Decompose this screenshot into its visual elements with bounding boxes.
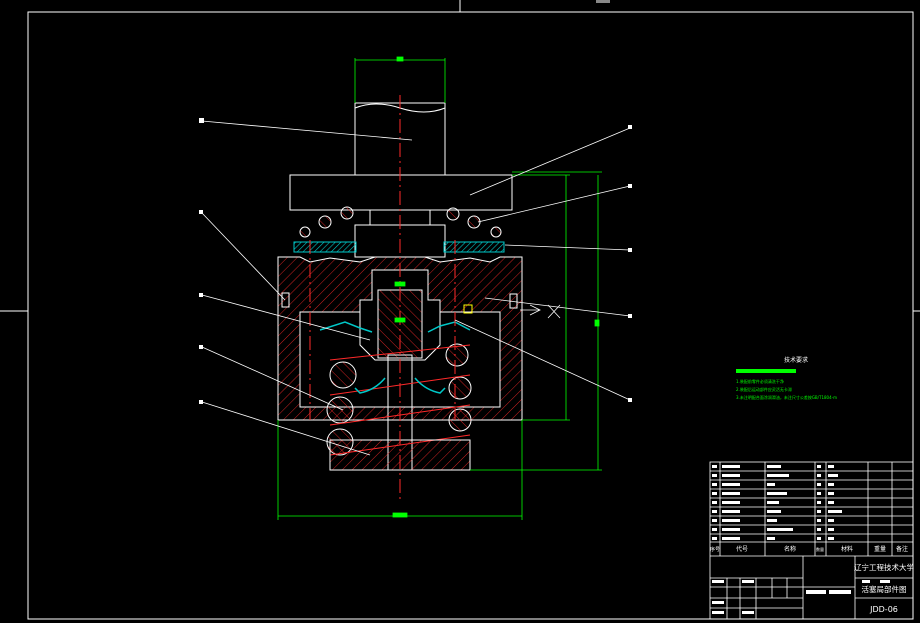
header-code: 代号 — [736, 545, 748, 553]
header-remark: 备注 — [896, 545, 908, 553]
parts-list-cells — [712, 465, 890, 614]
title-block — [709, 461, 914, 620]
tech-req-line-1: 1.装配前零件必须清洗干净 — [736, 378, 784, 384]
tech-req-line-2: 2.装配后运动部件应灵活无卡滞 — [736, 386, 792, 392]
drawing-name: 活塞局部件图 — [862, 584, 907, 594]
centerline — [309, 95, 456, 500]
title-block-text: 序号 代号 名称 数量 材料 重量 备注 辽宁工程技术大学 活塞局部件图 JDD… — [710, 545, 915, 614]
leader-lines — [201, 120, 631, 456]
tech-req-title: 技术要求 — [784, 356, 808, 364]
tech-req-line-3: 3.未注明配合面涂润滑油，未注尺寸公差按GB/T1804-m — [736, 394, 837, 400]
header-seq: 序号 — [710, 546, 720, 553]
header-name: 名称 — [784, 545, 796, 553]
header-weight: 重量 — [874, 545, 886, 553]
drawing-number: JDD-06 — [869, 605, 898, 614]
technical-requirements: 技术要求 1.装配前零件必须清洗干净 2.装配后运动部件应灵活无卡滞 3.未注明… — [736, 356, 837, 400]
header-material: 材料 — [841, 545, 853, 553]
header-qty: 数量 — [816, 546, 824, 552]
school-name: 辽宁工程技术大学 — [854, 562, 914, 572]
part-number-tags — [199, 118, 632, 404]
dimension-lines — [277, 56, 602, 520]
